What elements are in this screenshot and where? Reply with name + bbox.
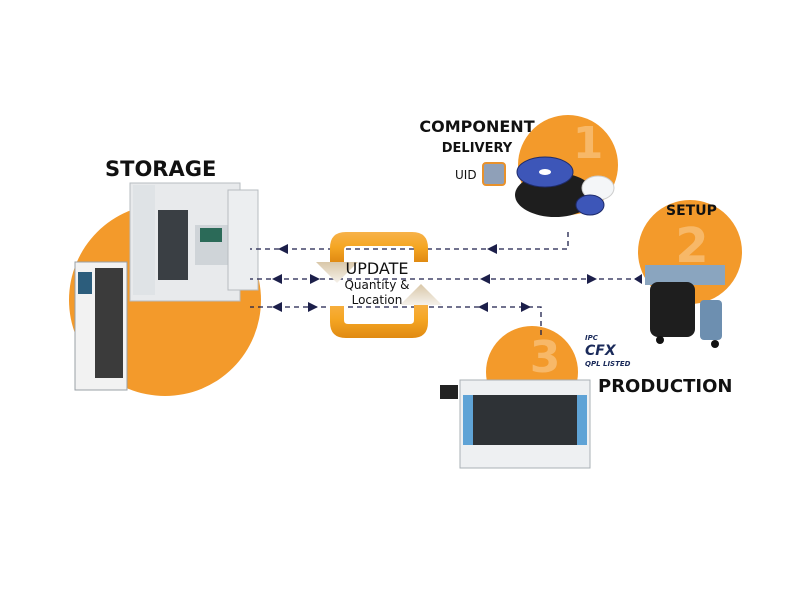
arrow-right-icon [587, 274, 597, 284]
cfx-bottom: QPL LISTED [585, 360, 631, 368]
storage-rack-image [74, 261, 128, 391]
arrow-right-icon [310, 274, 320, 284]
arrow-left-icon [272, 274, 282, 284]
storage-tower-image [129, 182, 259, 302]
production-title: PRODUCTION [598, 376, 733, 397]
cfx-main: CFX [585, 343, 616, 359]
production-storage-line [250, 306, 542, 335]
delivery-to-storage-line [250, 232, 569, 250]
component-reels-image [515, 156, 615, 217]
connector-lines [250, 232, 640, 335]
arrow-left-icon [634, 274, 642, 284]
delivery-title-line1: COMPONENT [419, 117, 535, 136]
arrow-left-icon [480, 274, 490, 284]
arrow-left-icon [272, 302, 282, 312]
storage-title: STORAGE [105, 157, 217, 181]
setup-title: SETUP [666, 203, 717, 219]
pick-and-place-machine-image [440, 379, 591, 469]
uid-qr-code-icon [482, 162, 506, 186]
setup-cart-image [645, 265, 725, 348]
arrow-left-icon [487, 244, 497, 254]
cfx-top: IPC [585, 334, 598, 342]
update-title: UPDATE [345, 259, 409, 278]
step-number-2: 2 [675, 218, 708, 274]
step-number-1: 1 [573, 118, 604, 169]
update-label: UPDATE Quantity & Location [330, 259, 424, 308]
arrowheads [272, 244, 642, 312]
arrow-left-icon [478, 302, 488, 312]
delivery-title-line2: DELIVERY [441, 141, 513, 156]
ipc-cfx-logo: IPC CFX QPL LISTED [585, 334, 630, 369]
uid-label: UID [455, 168, 477, 182]
update-cycle-icon [316, 232, 442, 338]
arrow-right-icon [308, 302, 318, 312]
step-number-3: 3 [530, 332, 561, 383]
arrow-right-icon [521, 302, 531, 312]
update-line1: Quantity & [344, 278, 410, 292]
update-line2: Location [351, 293, 403, 307]
arrow-left-icon [278, 244, 288, 254]
component-delivery-title: COMPONENT DELIVERY [412, 117, 542, 159]
